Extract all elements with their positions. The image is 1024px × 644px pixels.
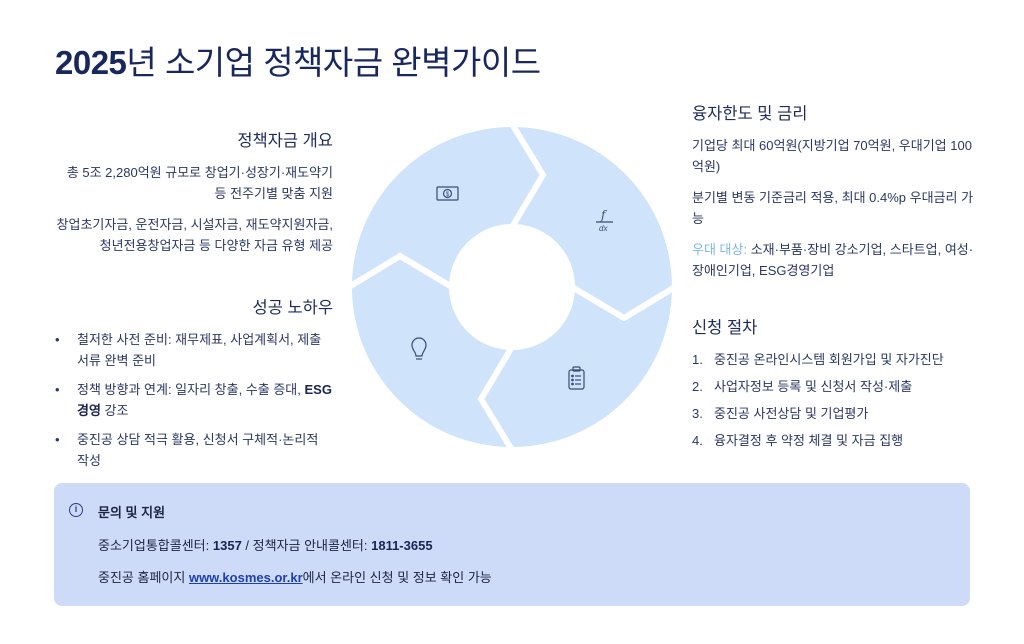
call-center-text: 중소기업통합콜센터: 1357 / 정책자금 안내콜센터: 1811-3655 [98,538,433,553]
segment-separator [477,345,515,452]
limits-text: 분기별 변동 기준금리 적용, 최대 0.4%p 우대금리 가능 [692,190,974,226]
segment-separators [347,122,677,452]
procedure-step: 2.사업자정보 등록 및 신청서 작성·제출 [692,379,913,394]
procedure-step: 3.중진공 사전상담 및 기업평가 [692,406,869,421]
limits-heading: 융자한도 및 금리 [692,105,808,123]
overview-section: 정책자금 개요 총 5조 2,280억원 규모로 창업기·성장기·재도약기 등 … [55,131,333,266]
svg-text:dx: dx [599,224,608,233]
overview-heading: 정책자금 개요 [237,132,333,150]
list-item: 정책 방향과 연계: 일자리 창출, 수출 증대, ESG 경영 강조 [55,379,333,421]
function-icon: f dx [596,208,613,233]
info-icon: i [69,503,83,517]
procedure-step: 4.융자결정 후 약정 체결 및 자금 집행 [692,433,904,448]
procedure-section: 신청 절차 1.중진공 온라인시스템 회원가입 및 자가진단 2.사업자정보 등… [692,318,982,457]
overview-text: 창업초기자금, 운전자금, 시설자금, 재도약지원자금, 청년전용창업자금 등 … [56,217,333,253]
contact-heading: 문의 및 지원 [98,505,166,520]
limits-text: 기업당 최대 60억원(지방기업 70억원, 우대기업 100억원) [692,138,972,174]
knowhow-heading: 성공 노하우 [252,299,333,317]
overview-text: 총 5조 2,280억원 규모로 창업기·성장기·재도약기 등 전주기별 맞춤 … [66,165,333,201]
limits-text: 우대 대상: 소재·부품·장비 강소기업, 스타트업, 여성·장애인기업, ES… [692,242,974,278]
knowhow-section: 성공 노하우 철저한 사전 준비: 재무제표, 사업계획서, 제출 서류 완벽 … [55,298,333,479]
procedure-heading: 신청 절차 [692,319,758,337]
svg-text:$: $ [446,192,450,198]
list-item: 중진공 상담 적극 활용, 신청서 구체적·논리적 작성 [55,429,333,471]
page-title: 2025년 소기업 정책자금 완벽가이드 [55,44,541,81]
list-item: 철저한 사전 준비: 재무제표, 사업계획서, 제출 서류 완벽 준비 [55,329,333,371]
contact-info-panel: i 문의 및 지원 중소기업통합콜센터: 1357 / 정책자금 안내콜센터: … [54,483,970,606]
lightbulb-icon [411,337,427,360]
segment-separator [570,284,677,322]
segment-separator [347,252,454,290]
clipboard-icon [568,366,585,390]
segment-separator [509,122,547,229]
kosmes-link[interactable]: www.kosmes.or.kr [188,570,303,585]
limits-section: 융자한도 및 금리 기업당 최대 60억원(지방기업 70억원, 우대기업 10… [692,104,982,291]
procedure-step: 1.중진공 온라인시스템 회원가입 및 자가진단 [692,352,944,367]
svg-text:f: f [600,208,608,222]
donut-ring [351,127,672,447]
homepage-text: 중진공 홈페이지 www.kosmes.or.kr에서 온라인 신청 및 정보 … [98,570,492,585]
money-icon: $ [436,186,459,201]
